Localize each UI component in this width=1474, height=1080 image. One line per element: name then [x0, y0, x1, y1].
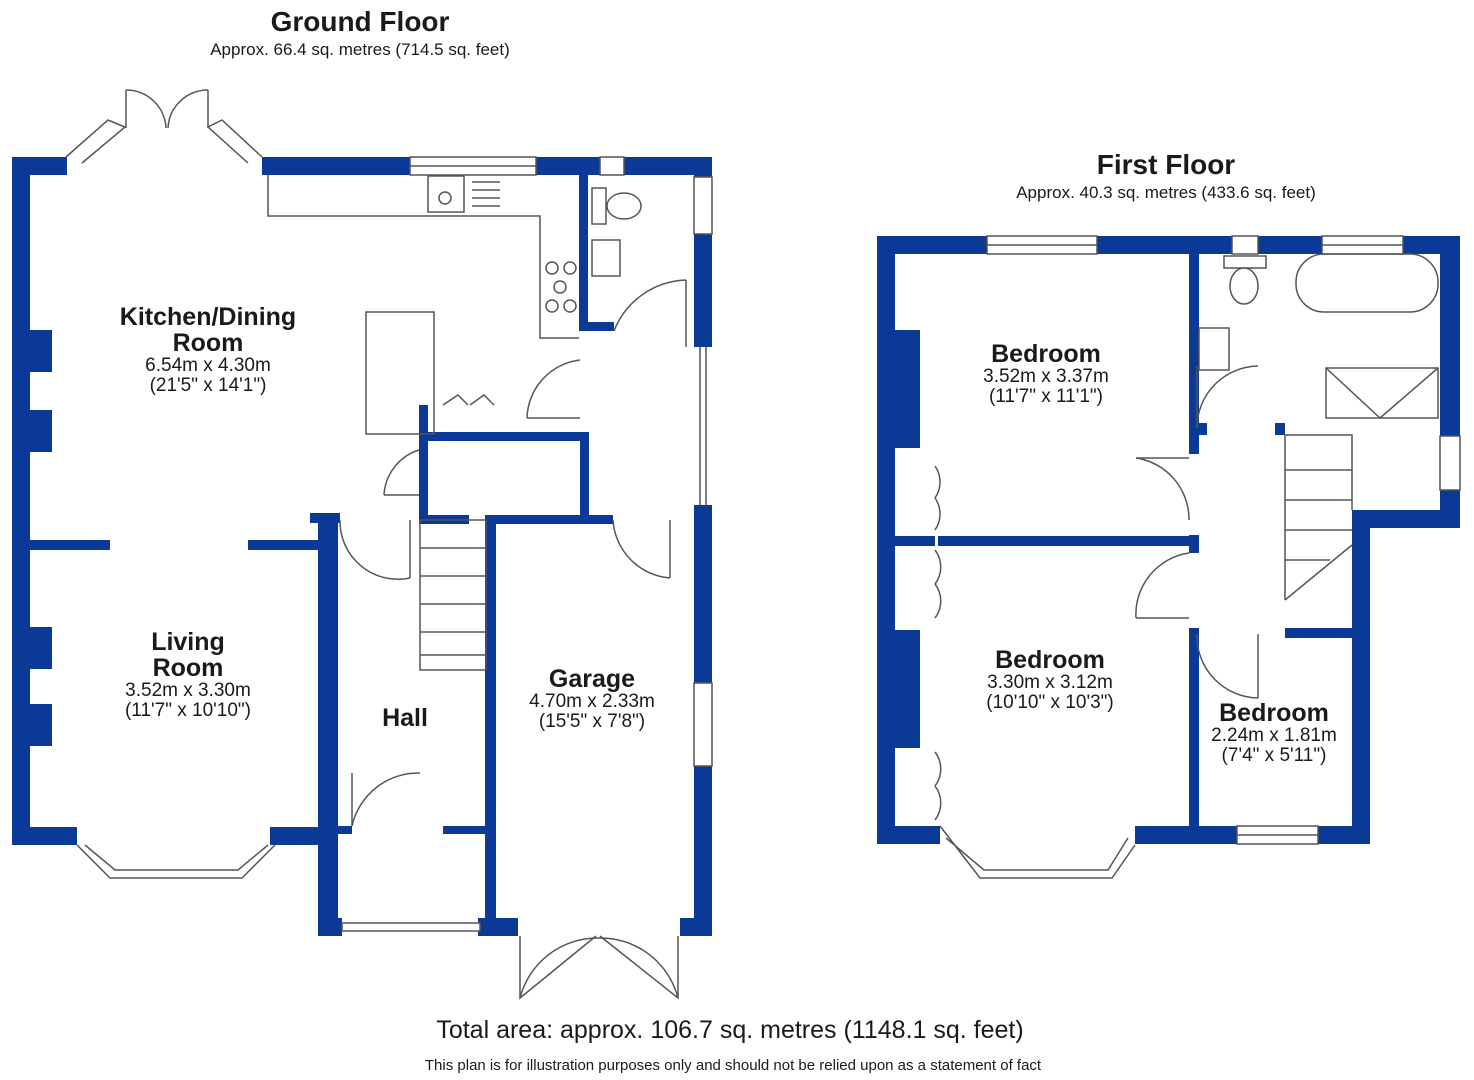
room-label-kitchen: Kitchen/Dining Room 6.54m x 4.30m (21'5"… — [80, 304, 336, 396]
room-name: Room — [152, 654, 224, 682]
disclaimer: This plan is for illustration purposes o… — [424, 1057, 1042, 1074]
room-name: Living — [151, 628, 225, 656]
room-name: Bedroom — [991, 340, 1101, 368]
room-label-garage: Garage 4.70m x 2.33m (15'5" x 7'8") — [496, 666, 688, 732]
total-area: Total area: approx. 106.7 sq. metres (11… — [436, 1016, 1024, 1044]
first-floor-area: Approx. 40.3 sq. metres (433.6 sq. feet) — [1016, 183, 1316, 202]
first-west-wall — [877, 236, 895, 844]
room-dimensions-imperial: (7'4" x 5'11") — [1221, 745, 1327, 766]
room-dimensions-metric: 3.52m x 3.37m — [983, 366, 1109, 387]
room-name: Kitchen/Dining — [119, 303, 297, 331]
room-dimensions-metric: 3.30m x 3.12m — [987, 672, 1113, 693]
ground-floor-title: Ground Floor — [270, 6, 450, 37]
room-dimensions-metric: 4.70m x 2.33m — [529, 691, 655, 712]
first-north-wall — [877, 236, 987, 254]
room-label-bedroom-2: Bedroom 3.30m x 3.12m (10'10" x 10'3") — [950, 647, 1150, 713]
room-label-hall: Hall — [382, 704, 428, 732]
walls — [12, 157, 1460, 936]
room-name: Bedroom — [995, 646, 1105, 674]
ground-west-wall — [12, 157, 30, 845]
room-name: Room — [172, 329, 244, 357]
room-dimensions-imperial: (11'7" x 10'10") — [124, 700, 251, 721]
room-dimensions-imperial: (21'5" x 14'1") — [149, 375, 267, 396]
room-dimensions-metric: 2.24m x 1.81m — [1211, 725, 1337, 746]
room-name: Bedroom — [1219, 699, 1329, 727]
room-dimensions-imperial: (15'5" x 7'8") — [538, 711, 646, 732]
first-floor-title: First Floor — [1096, 149, 1236, 180]
fixtures — [65, 89, 1461, 1000]
room-dimensions-metric: 6.54m x 4.30m — [145, 355, 271, 376]
room-name: Garage — [548, 665, 636, 693]
room-dimensions-imperial: (11'7" x 11'1") — [988, 386, 1104, 407]
room-label-bedroom-1: Bedroom 3.52m x 3.37m (11'7" x 11'1") — [946, 341, 1146, 407]
room-label-bedroom-3: Bedroom 2.24m x 1.81m (7'4" x 5'11") — [1199, 700, 1349, 766]
room-label-living: Living Room 3.52m x 3.30m (11'7" x 10'10… — [80, 629, 296, 721]
ground-north-wall — [262, 157, 410, 175]
ground-floor-area: Approx. 66.4 sq. metres (714.5 sq. feet) — [210, 40, 510, 59]
room-dimensions-metric: 3.52m x 3.30m — [125, 680, 251, 701]
room-dimensions-imperial: (10'10" x 10'3") — [986, 692, 1114, 713]
